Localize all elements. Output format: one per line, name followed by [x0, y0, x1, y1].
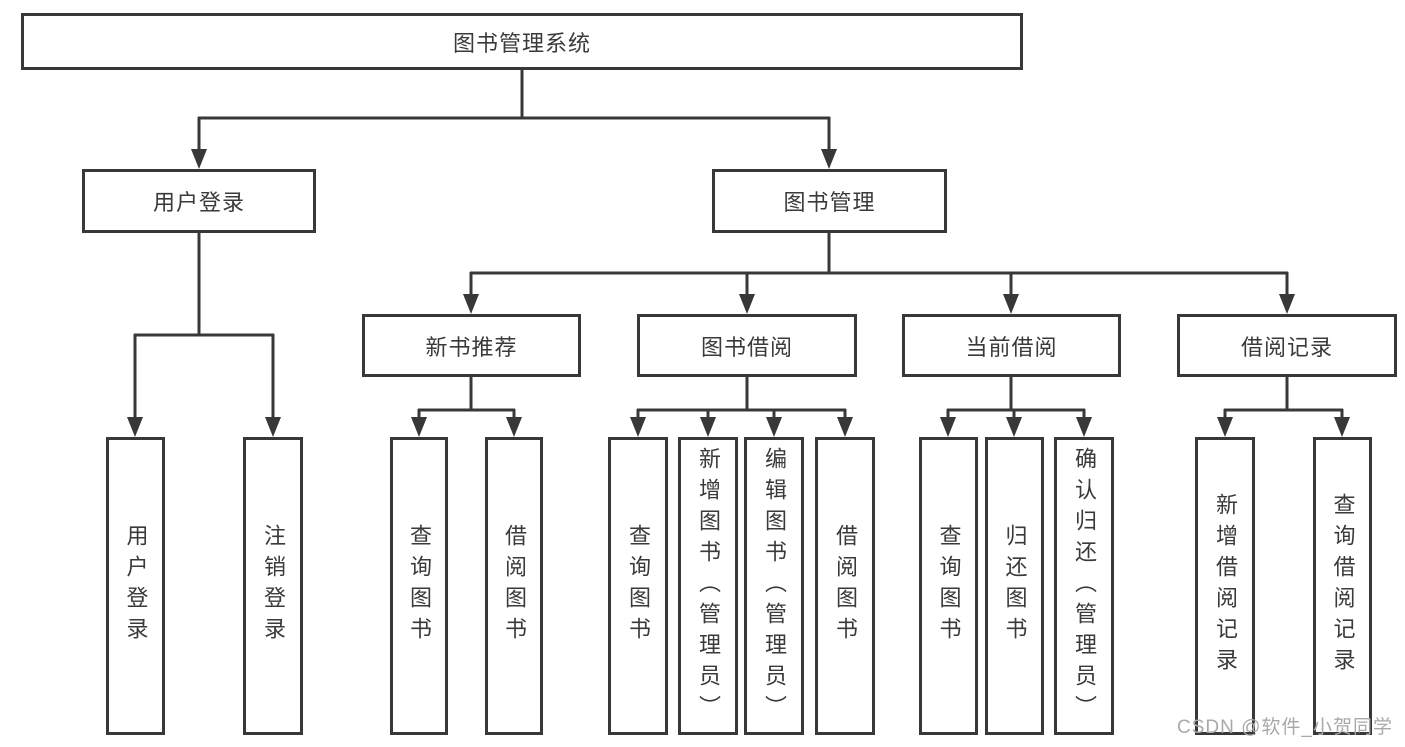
node-leaf-query-books-current: 查询图书	[919, 437, 978, 735]
node-leaf-query-books-recommend: 查询图书	[390, 437, 448, 735]
node-leaf-borrow-books-recommend: 借阅图书	[485, 437, 543, 735]
node-label-leaf-query-books-borrowing: 查询图书	[626, 524, 651, 648]
node-user-login: 用户登录	[82, 169, 316, 233]
node-label-current-borrowing: 当前借阅	[965, 334, 1058, 360]
node-label-leaf-return-books: 归还图书	[1002, 524, 1028, 648]
node-new-book-recommend: 新书推荐	[362, 314, 581, 377]
node-leaf-logout: 注销登录	[243, 437, 303, 735]
node-label-root: 图书管理系统	[452, 30, 591, 56]
node-label-new-book-recommend: 新书推荐	[425, 334, 518, 360]
node-borrowing-records: 借阅记录	[1177, 314, 1397, 377]
node-label-leaf-user-login: 用户登录	[123, 524, 149, 648]
node-label-leaf-query-books-recommend: 查询图书	[407, 524, 432, 648]
node-label-book-management: 图书管理	[783, 190, 876, 215]
node-label-leaf-query-books-current: 查询图书	[936, 524, 962, 648]
node-leaf-return-books: 归还图书	[985, 437, 1044, 735]
node-label-leaf-borrow-books-recommend: 借阅图书	[502, 524, 527, 648]
node-label-leaf-borrow-books-borrowing: 借阅图书	[833, 524, 858, 648]
node-book-borrowing: 图书借阅	[637, 314, 857, 377]
node-label-leaf-confirm-return-admin: 确认归还（管理员）	[1072, 446, 1097, 726]
node-leaf-confirm-return-admin: 确认归还（管理员）	[1054, 437, 1114, 735]
node-book-management: 图书管理	[712, 169, 947, 233]
node-label-user-login: 用户登录	[152, 190, 245, 215]
node-label-leaf-logout: 注销登录	[261, 524, 286, 648]
node-label-leaf-add-borrow-record: 新增借阅记录	[1213, 493, 1238, 679]
node-label-borrowing-records: 借阅记录	[1240, 334, 1333, 360]
node-label-leaf-edit-books-admin: 编辑图书（管理员）	[762, 446, 787, 726]
node-leaf-edit-books-admin: 编辑图书（管理员）	[744, 437, 804, 735]
node-leaf-query-borrow-record: 查询借阅记录	[1313, 437, 1372, 735]
node-label-book-borrowing: 图书借阅	[700, 334, 793, 360]
watermark: CSDN @软件_小贺同学	[1177, 717, 1393, 738]
node-leaf-user-login: 用户登录	[106, 437, 165, 735]
node-leaf-borrow-books-borrowing: 借阅图书	[815, 437, 875, 735]
node-leaf-add-books-admin: 新增图书（管理员）	[678, 437, 738, 735]
node-root: 图书管理系统	[21, 13, 1023, 70]
node-label-leaf-add-books-admin: 新增图书（管理员）	[696, 446, 721, 726]
node-label-leaf-query-borrow-record: 查询借阅记录	[1330, 493, 1356, 679]
node-leaf-add-borrow-record: 新增借阅记录	[1195, 437, 1255, 735]
node-leaf-query-books-borrowing: 查询图书	[608, 437, 668, 735]
node-current-borrowing: 当前借阅	[902, 314, 1121, 377]
